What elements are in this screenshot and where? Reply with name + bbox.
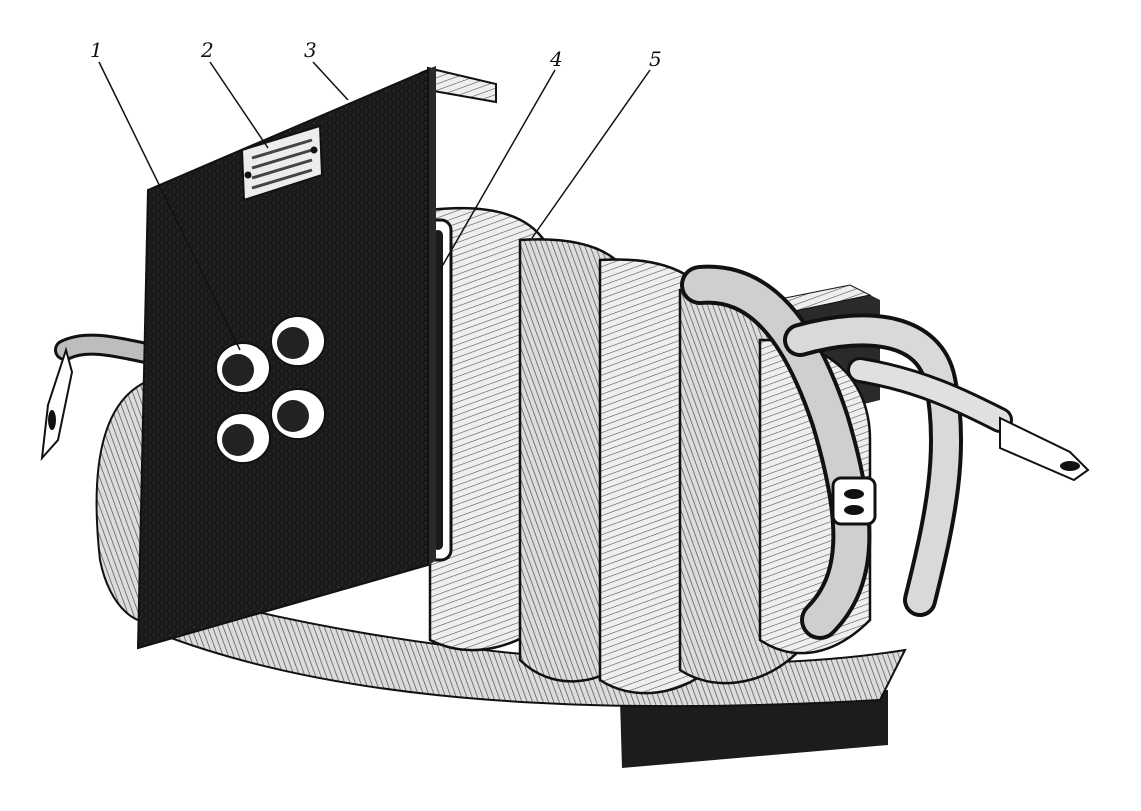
leader-line-1 bbox=[98, 61, 241, 351]
cable-clamp-icon bbox=[831, 476, 877, 526]
leader-line-2 bbox=[209, 61, 269, 149]
terminal-bushing-icon bbox=[215, 412, 271, 464]
callout-2: 2 bbox=[201, 38, 214, 62]
leader-line-4 bbox=[439, 69, 556, 271]
left-cable bbox=[40, 333, 166, 462]
leader-line-5 bbox=[531, 69, 651, 239]
callout-1: 1 bbox=[90, 38, 103, 62]
terminal-bushing-icon bbox=[215, 342, 271, 394]
left-lug-icon bbox=[48, 410, 56, 430]
callout-5: 5 bbox=[649, 47, 662, 71]
right-cables bbox=[680, 264, 1090, 640]
right-lug-icon bbox=[1060, 461, 1080, 471]
terminal-bushing-icon bbox=[270, 315, 326, 367]
terminal-bushing-icon bbox=[270, 388, 326, 440]
leader-line-3 bbox=[312, 61, 349, 101]
base-plate bbox=[620, 690, 888, 768]
callout-4: 4 bbox=[550, 47, 563, 71]
leader-lines bbox=[98, 61, 651, 351]
callout-3: 3 bbox=[304, 38, 317, 62]
coil-windings bbox=[428, 206, 872, 695]
nameplate-icon bbox=[240, 124, 324, 202]
